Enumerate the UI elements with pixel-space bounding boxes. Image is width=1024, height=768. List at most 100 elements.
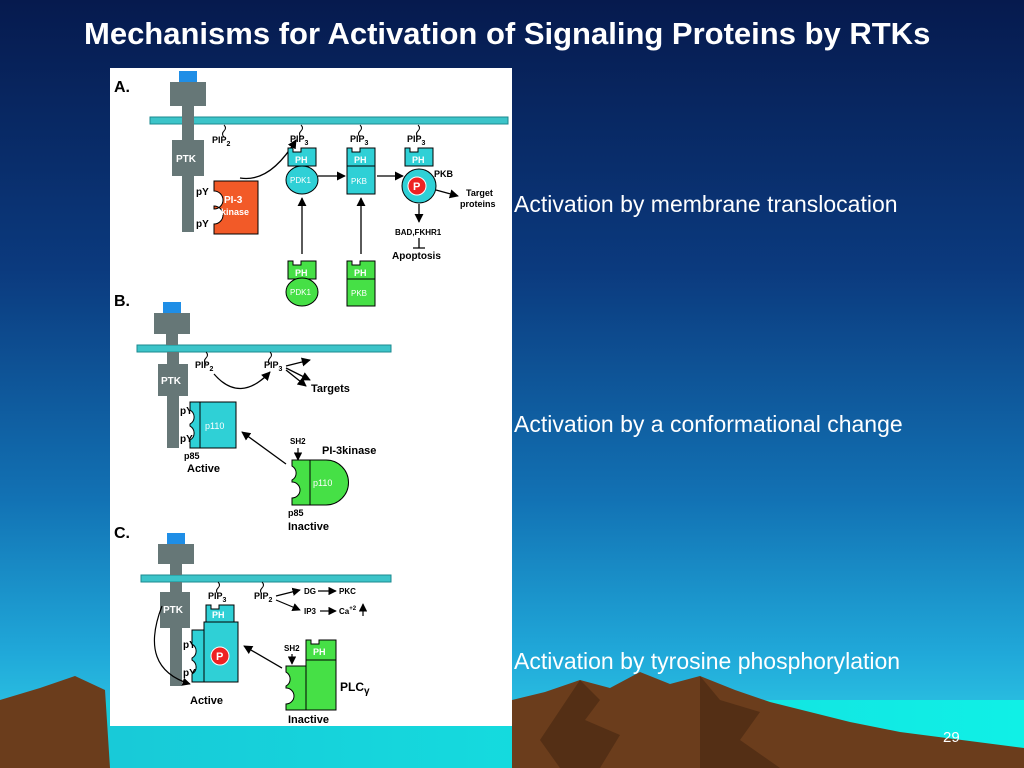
curved-arrow-c	[153, 605, 191, 686]
ptk-label-c: PTK	[163, 605, 184, 616]
ligand-b	[163, 302, 181, 316]
receptor-extracellular-c	[158, 544, 194, 575]
page-number: 29	[943, 729, 960, 746]
pi3-kinase-label-1: PI-3	[224, 195, 243, 206]
pdk1-cytosol: PH PDK1	[285, 260, 319, 307]
pdk1-label: PDK1	[290, 176, 311, 185]
arrow-inactive-to-active-b	[241, 431, 287, 465]
arrow-inactive-to-active-c	[243, 645, 283, 669]
panel-a-label: A.	[114, 79, 130, 96]
pdk1-green-label: PDK1	[290, 288, 311, 297]
mountain-shadow	[540, 676, 780, 768]
squiggle-a1	[222, 124, 226, 138]
arrow-targets-b1	[285, 357, 311, 367]
pi3kinase-label-b: PI-3kinase	[322, 445, 376, 457]
panel-c-label: C.	[114, 525, 130, 542]
pkb-cytosol: PH PKB	[346, 260, 376, 307]
panel-c: C. PTK pY pY PIP3 PH P Active PIP2 DG	[114, 525, 392, 726]
squiggle-a4	[416, 124, 420, 138]
receptor-tail-b	[167, 352, 179, 448]
squiggle-b2	[268, 351, 272, 365]
caption-conformational-change: Activation by a conformational change	[514, 411, 903, 437]
arrow-pip2-to-pip3-b	[213, 371, 271, 390]
pip2-label-a: PIP2	[212, 135, 231, 148]
p85-inactive	[291, 459, 311, 506]
receptor-b: PTK pY pY	[154, 302, 193, 448]
receptor-a: PTK pY pY	[170, 71, 209, 232]
p110-label-inactive: p110	[313, 478, 332, 488]
pi3-kinase-a: PI-3 kinase	[213, 180, 259, 235]
pip2-label-b: PIP2	[195, 360, 214, 373]
active-label-c: Active	[190, 695, 223, 707]
ph-label-pdk1-green: PH	[295, 268, 308, 278]
p110-inactive	[309, 459, 349, 506]
pip3-label-b: PIP3	[264, 360, 283, 373]
ph-label-pdk1: PH	[295, 155, 308, 165]
panel-a: A. PTK pY pY PI-3 kinase PIP2 PIP3 PIP3 …	[114, 71, 509, 307]
inactive-label-b: Inactive	[288, 521, 329, 533]
ph-label-plc-inactive: PH	[313, 647, 326, 657]
diagram-panel: A. PTK pY pY PI-3 kinase PIP2 PIP3 PIP3 …	[110, 68, 512, 726]
dg-label: DG	[304, 587, 316, 596]
p85-label-inactive: p85	[288, 508, 304, 518]
panel-b: B. PTK pY pY p110 p85 Active PIP2 PIP3 T…	[114, 293, 392, 533]
arrow-to-dg	[275, 587, 301, 597]
p85-active	[189, 401, 201, 449]
pi3-kinase-shape	[213, 180, 259, 235]
py-label-a1: pY	[196, 187, 209, 198]
ph-label-pkb-p: PH	[412, 155, 425, 165]
ph-label-pkb: PH	[354, 155, 367, 165]
slide-title: Mechanisms for Activation of Signaling P…	[84, 16, 931, 51]
ph-domain-pkb-p	[404, 147, 434, 167]
ptk-label-a: PTK	[176, 154, 197, 165]
squiggle-b1	[204, 351, 208, 365]
arrow-to-targets-a	[435, 189, 459, 199]
rtk-diagram: A. PTK pY pY PI-3 kinase PIP2 PIP3 PIP3 …	[114, 71, 509, 726]
pkb-green-label: PKB	[351, 289, 367, 298]
arrow-targets-b3	[285, 367, 311, 381]
ptk-label-b: PTK	[161, 376, 182, 387]
squiggle-c2	[260, 581, 264, 595]
target-proteins-1: Target	[466, 188, 493, 198]
pi3-kinase-active: p110 p85 Active	[184, 401, 237, 475]
phospho-label-c: P	[216, 651, 223, 663]
pkc-label: PKC	[339, 587, 356, 596]
pip3-label-a3: PIP3	[407, 134, 426, 147]
targets-label-b: Targets	[311, 383, 350, 395]
receptor-tail-a	[182, 124, 194, 232]
ligand-a	[179, 71, 197, 85]
receptor-tail-c	[170, 582, 182, 686]
squiggle-a3	[358, 124, 362, 138]
panel-b-label: B.	[114, 293, 130, 310]
receptor-extracellular-a	[170, 82, 206, 117]
inhibit-apoptosis	[413, 238, 425, 249]
apoptosis-label: Apoptosis	[392, 251, 441, 262]
ca-label: Ca+2	[339, 606, 357, 616]
ph-label-pkb-green: PH	[354, 268, 367, 278]
p85-label-active: p85	[184, 451, 200, 461]
phospho-circle-c	[210, 646, 230, 666]
pdk1-green-body	[285, 277, 319, 307]
pi3-kinase-label-2: kinase	[221, 207, 249, 217]
arrow-pip2-to-pip3-a	[239, 139, 297, 180]
pkb-label: PKB	[351, 177, 367, 186]
membrane-a	[149, 116, 509, 125]
mountains	[0, 672, 1024, 768]
bad-fkhr1-label: BAD,FKHR1	[395, 228, 442, 237]
target-proteins-2: proteins	[460, 199, 496, 209]
ligand-c	[167, 533, 185, 547]
pi3-kinase-inactive: SH2 p110 PI-3kinase p85 Inactive	[288, 437, 376, 533]
receptor-c: PTK pY pY	[158, 533, 196, 686]
pip2-label-c: PIP2	[254, 591, 273, 604]
arrow-to-ip3	[275, 599, 301, 611]
caption-tyrosine-phosphorylation: Activation by tyrosine phosphorylation	[514, 648, 901, 674]
plc-inactive-body	[305, 659, 337, 711]
pdk1-body	[285, 165, 319, 195]
ph-domain-pdk1	[287, 147, 317, 167]
py-label-c2: pY	[183, 668, 196, 679]
pdk1-membrane: PH PDK1	[285, 147, 319, 195]
squiggle-a2	[299, 124, 303, 138]
pip3-label-c: PIP3	[208, 591, 227, 604]
plc-active: PH P Active	[190, 604, 239, 707]
sh2-label-b: SH2	[290, 437, 306, 446]
